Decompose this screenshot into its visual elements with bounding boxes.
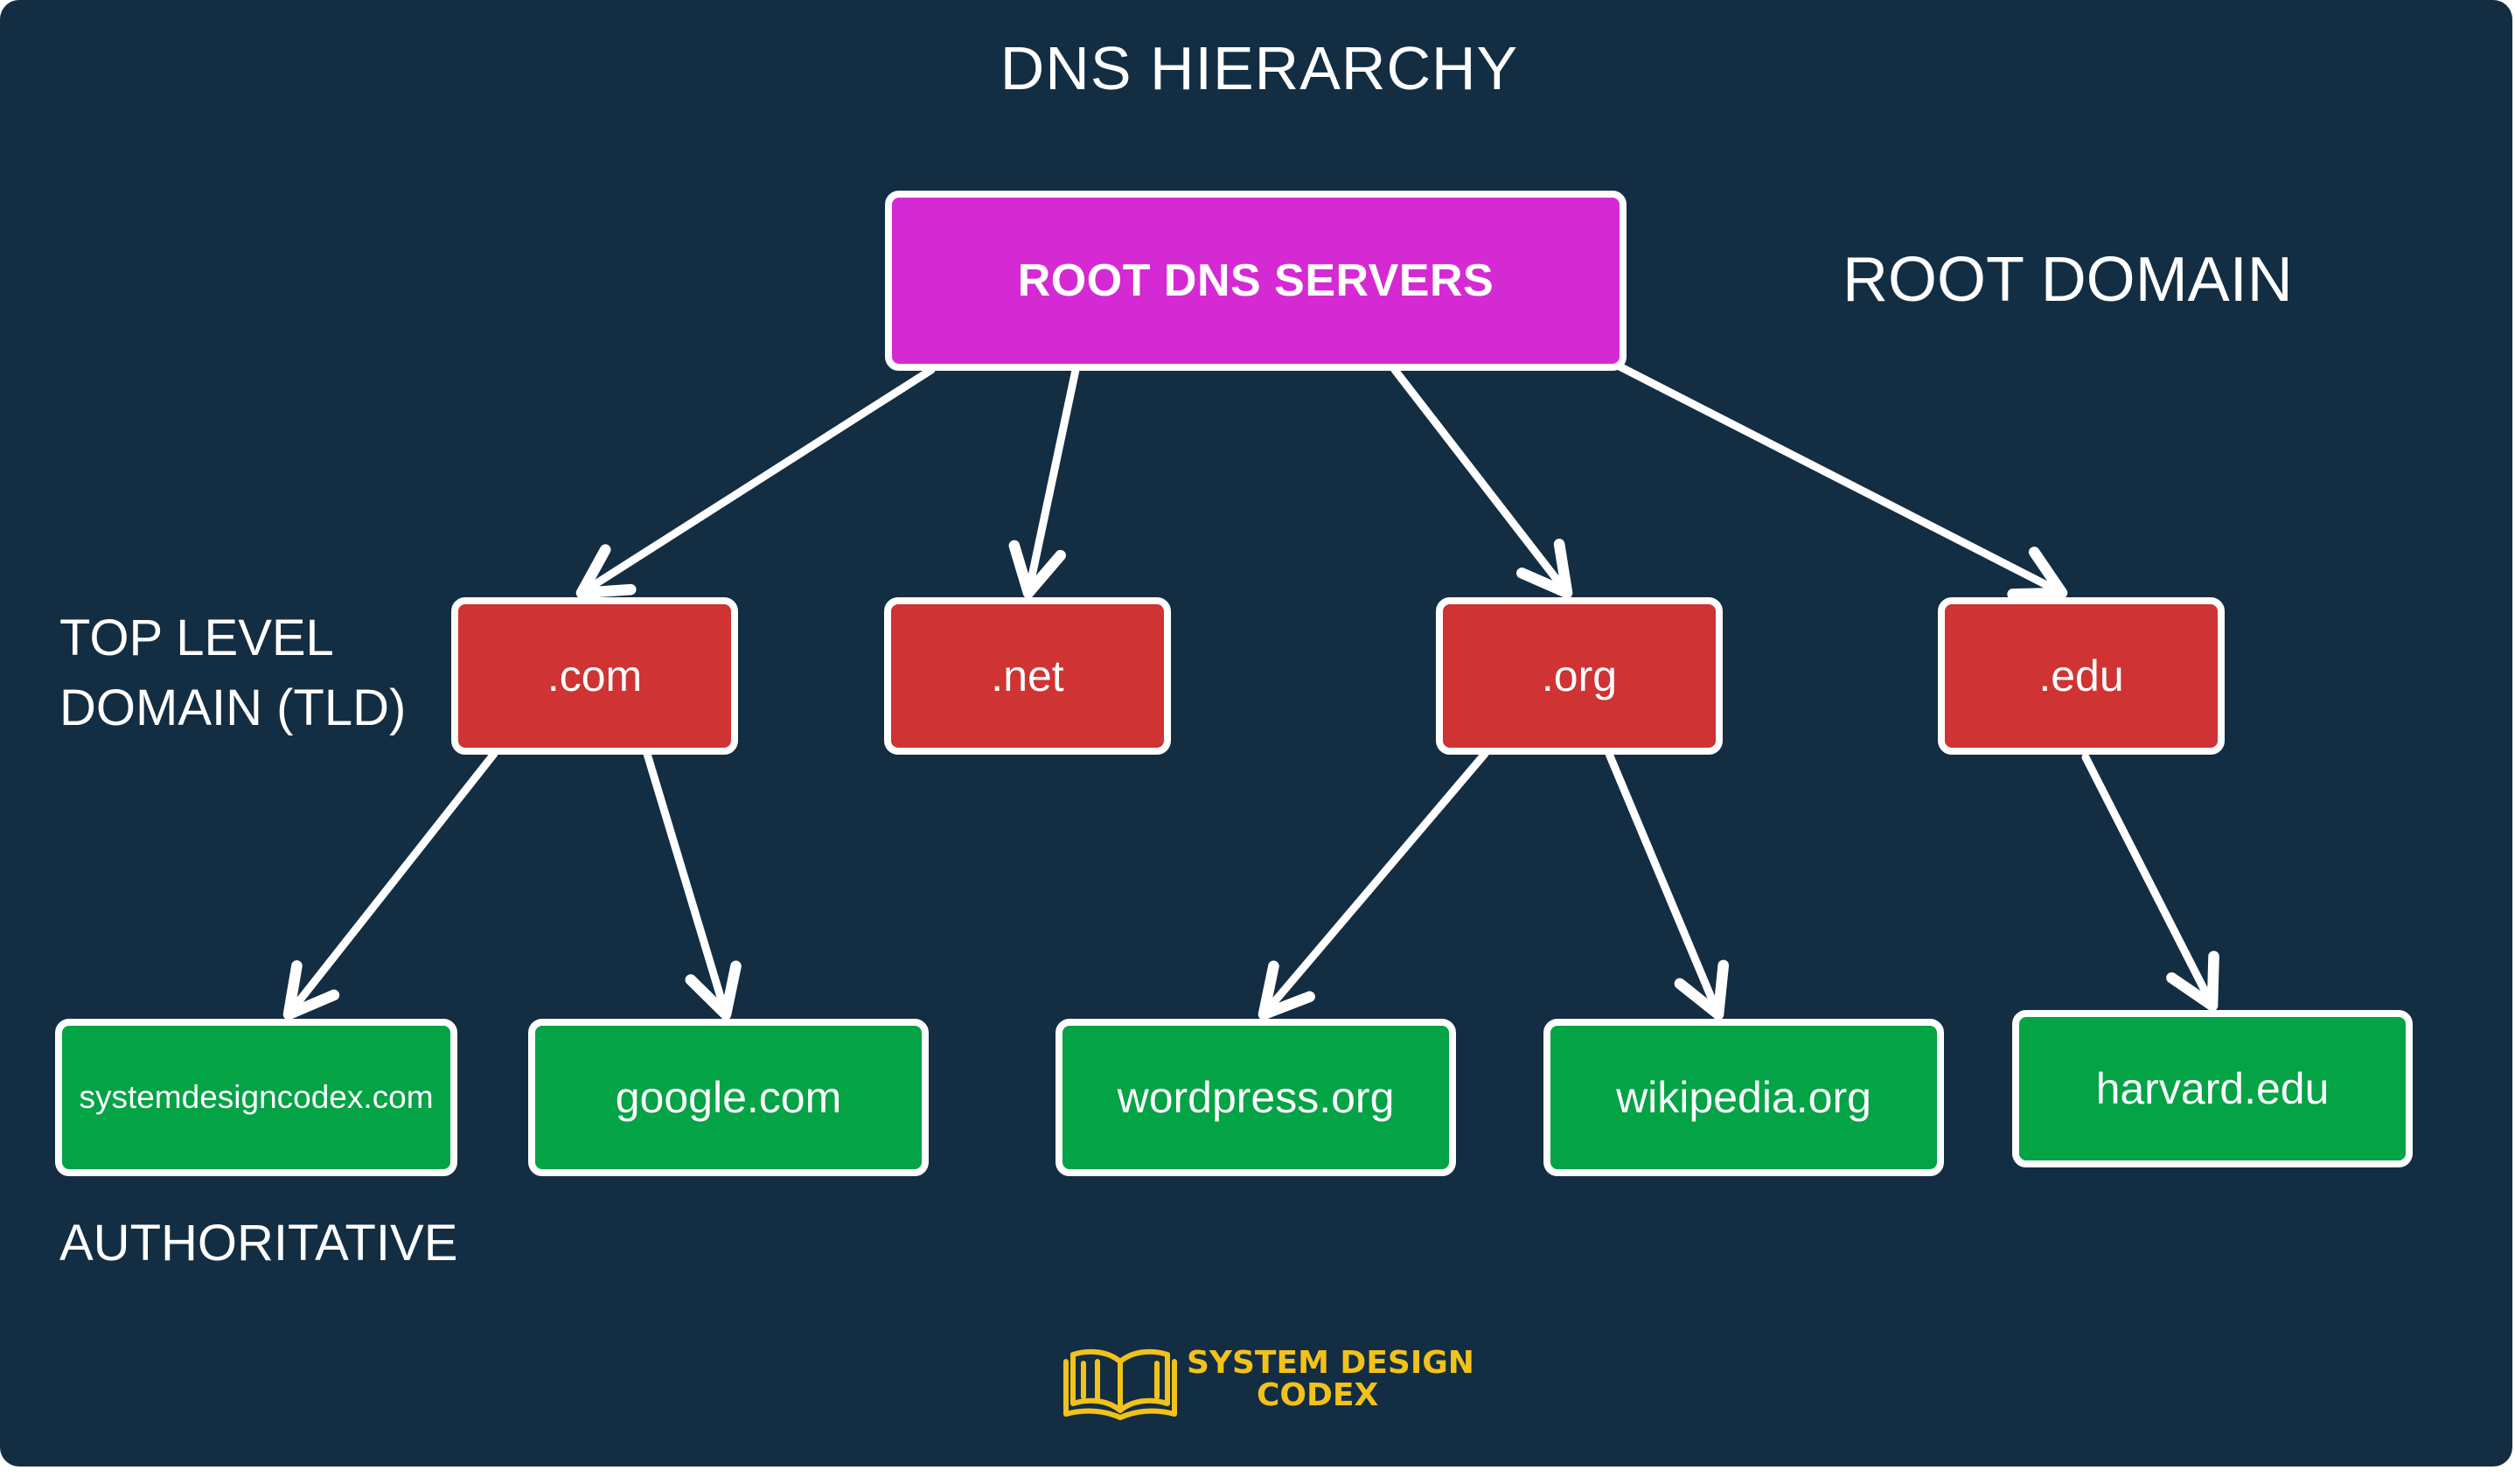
arrow-org-to-wikipedia [1605,749,1730,1021]
tld-label: TOP LEVEL DOMAIN (TLD) [59,603,406,743]
arrow-com-to-google [643,749,742,1021]
tld-label-line2: DOMAIN (TLD) [59,679,407,736]
auth-node-wikipedia: wikipedia.org [1543,1019,1944,1176]
open-book-icon [1063,1348,1177,1420]
arrow-org-to-wordpress [1258,749,1489,1021]
authoritative-label: AUTHORITATIVE [59,1215,458,1272]
auth-node-label: wordpress.org [1117,1073,1395,1122]
arrow-root-to-net [1008,366,1080,599]
arrow-root-to-edu [1613,361,2068,600]
tld-node-edu: .edu [1938,597,2225,755]
auth-node-label: systemdesigncodex.com [79,1079,434,1115]
root-domain-label: ROOT DOMAIN [1843,245,2293,315]
tld-node-label: .org [1541,651,1618,700]
arrow-root-to-org [1390,366,1573,599]
auth-node-label: harvard.edu [2095,1064,2330,1113]
tld-label-line1: TOP LEVEL [59,610,334,666]
tld-node-label: .net [991,651,1064,700]
system-design-codex-logo: SYSTEM DESIGN CODEX [1062,1338,1474,1425]
auth-node-label: wikipedia.org [1616,1073,1871,1122]
tld-node-net: .net [884,597,1171,755]
tld-node-label: .edu [2038,651,2124,700]
root-node-label: ROOT DNS SERVERS [1017,255,1494,306]
tld-node-org: .org [1436,597,1723,755]
auth-node-systemdesigncodex: systemdesigncodex.com [55,1019,457,1176]
tld-node-com: .com [451,597,738,755]
arrow-root-to-com [575,366,936,599]
auth-node-label: google.com [615,1073,842,1122]
arrow-edu-to-harvard [2081,753,2219,1012]
arrow-com-to-systemdesigncodex [282,749,498,1021]
logo-line2: CODEX [1257,1377,1379,1413]
root-dns-servers-node: ROOT DNS SERVERS [885,191,1627,371]
logo-line1: SYSTEM DESIGN [1187,1345,1474,1381]
tld-node-label: .com [547,651,643,700]
auth-node-wordpress: wordpress.org [1055,1019,1456,1176]
auth-node-harvard: harvard.edu [2012,1010,2413,1167]
diagram-title: DNS HIERARCHY [1000,34,1519,102]
auth-node-google: google.com [528,1019,929,1176]
